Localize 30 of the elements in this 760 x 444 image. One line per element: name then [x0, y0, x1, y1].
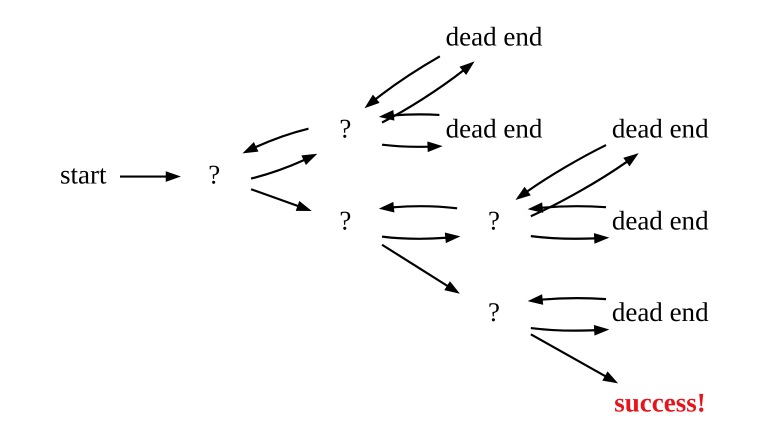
arrow [530, 324, 609, 336]
arrow [530, 152, 638, 217]
node-text: ? [208, 158, 220, 189]
arrow [530, 232, 609, 244]
node-text: dead end [445, 112, 542, 143]
arrow [242, 127, 308, 153]
node-text: dead end [611, 296, 708, 327]
arrow [381, 232, 460, 243]
node-text: success! [614, 387, 706, 418]
arrow [378, 201, 457, 212]
arrow [527, 294, 606, 304]
arrow [378, 110, 439, 120]
node-text: ? [338, 204, 351, 235]
node-text: dead end [611, 204, 708, 235]
node-text: ? [338, 112, 351, 143]
arrow [250, 153, 317, 180]
arrow [250, 188, 312, 210]
arrow [381, 60, 474, 123]
node-text: start [59, 158, 106, 189]
node-text: ? [488, 296, 500, 327]
arrow [381, 140, 442, 152]
arrow [120, 170, 180, 182]
arrow [364, 54, 440, 108]
arrow [514, 144, 606, 200]
node-text: ? [488, 204, 500, 235]
arrow [530, 332, 618, 383]
node-text: dead end [611, 112, 708, 143]
arrow [527, 202, 606, 212]
node-text: dead end [445, 20, 542, 51]
arrow [380, 243, 460, 294]
